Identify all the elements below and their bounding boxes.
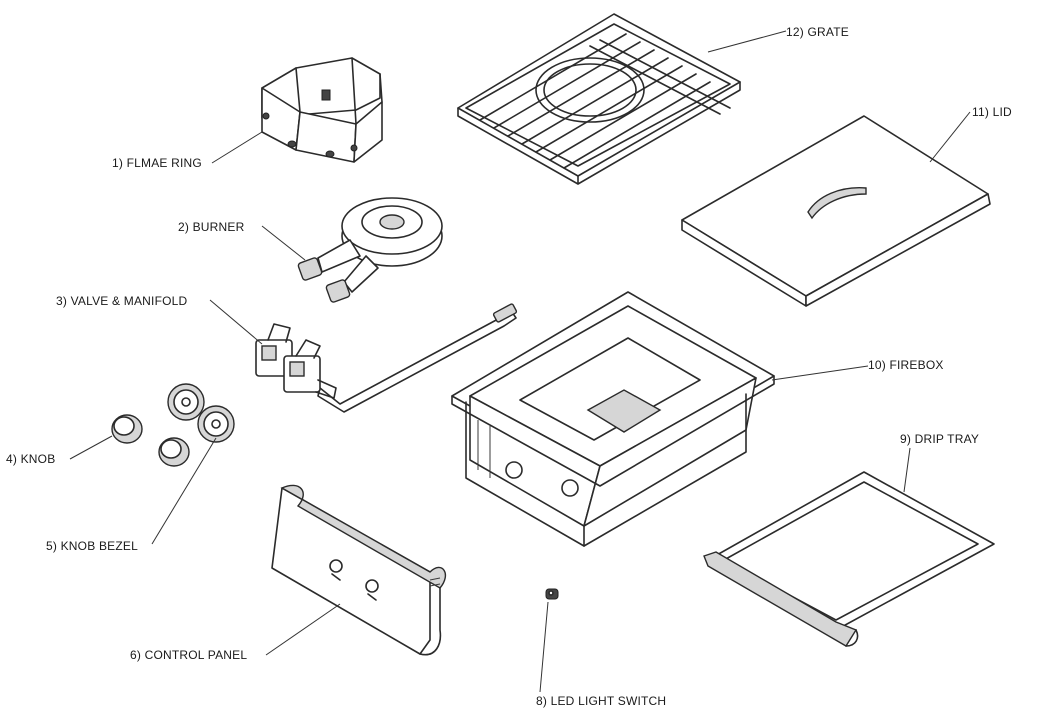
label-knob: 4) KNOB xyxy=(6,452,56,466)
control-panel-part xyxy=(271,484,446,656)
knob-bezel-part xyxy=(167,383,235,443)
label-flame-ring: 1) FLMAE RING xyxy=(112,156,202,170)
flame-ring-part xyxy=(261,57,383,163)
label-firebox: 10) FIREBOX xyxy=(868,358,944,372)
firebox-part xyxy=(451,291,775,547)
label-lid: 11) LID xyxy=(972,105,1012,119)
grate-part xyxy=(457,13,741,185)
label-led-light-switch: 8) LED LIGHT SWITCH xyxy=(536,694,667,708)
leader-lines xyxy=(69,30,971,693)
label-grate: 12) GRATE xyxy=(786,25,849,39)
label-control-panel: 6) CONTROL PANEL xyxy=(130,648,248,662)
led-switch-part xyxy=(545,588,559,600)
valve-manifold-part xyxy=(255,303,518,413)
label-valve-manifold: 3) VALVE & MANIFOLD xyxy=(56,294,188,308)
label-drip-tray: 9) DRIP TRAY xyxy=(900,432,980,446)
knob-part xyxy=(111,414,190,467)
label-burner: 2) BURNER xyxy=(178,220,245,234)
drip-tray-part xyxy=(703,471,995,647)
label-knob-bezel: 5) KNOB BEZEL xyxy=(46,539,138,553)
lid-part xyxy=(681,115,991,307)
burner-part xyxy=(297,197,443,303)
